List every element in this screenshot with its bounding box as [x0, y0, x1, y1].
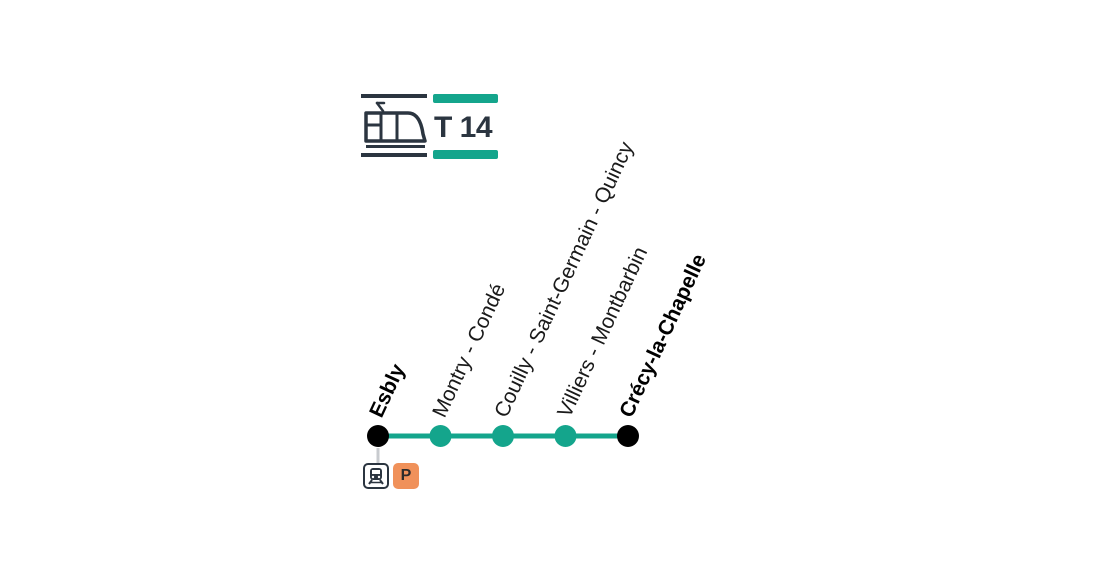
- parking-icon: P: [400, 467, 412, 484]
- train-icon: [368, 468, 384, 485]
- tram-icon: [361, 94, 427, 157]
- station-dot[interactable]: [554, 425, 577, 447]
- parking-badge[interactable]: P: [393, 463, 419, 489]
- station-dot[interactable]: [617, 425, 639, 447]
- station-dot[interactable]: [367, 425, 389, 447]
- train-connection-badge[interactable]: [363, 463, 389, 489]
- line-bar-bottom: [433, 150, 498, 159]
- station-dots: [367, 425, 639, 447]
- station-dot[interactable]: [429, 425, 452, 447]
- station-dot[interactable]: [492, 425, 514, 447]
- line-bar-top: [433, 94, 498, 103]
- line-number: T 14: [434, 111, 493, 144]
